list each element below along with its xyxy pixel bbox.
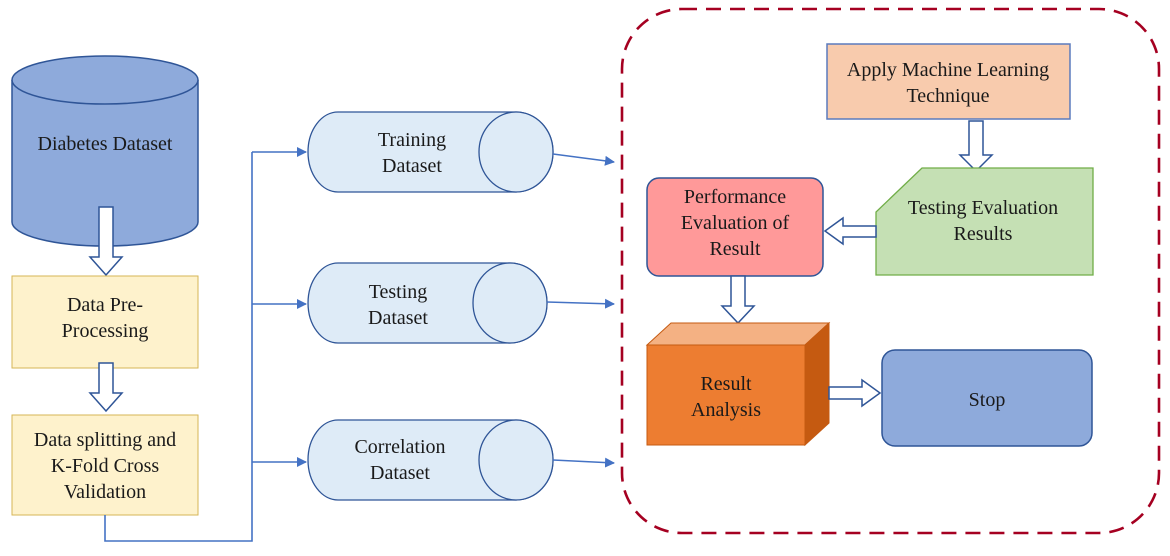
testing-dataset-line: Testing — [369, 281, 428, 303]
connector-to-model-testing — [546, 298, 615, 309]
left-arrow-icon — [823, 216, 877, 246]
data-splitting-line: Validation — [64, 481, 146, 503]
result-analysis-line: Analysis — [691, 399, 761, 421]
testing-evaluation-line: Testing Evaluation — [908, 197, 1058, 219]
down-arrow-icon — [88, 206, 124, 277]
diabetes-dataset-label: Diabetes Dataset — [38, 133, 173, 155]
correlation-dataset-line: Dataset — [370, 462, 430, 484]
correlation-dataset-line: Correlation — [354, 436, 445, 458]
connector-to-model-training — [552, 153, 615, 166]
data-preprocessing-label: Data Pre- Processing — [62, 294, 149, 342]
data-splitting-line: K-Fold Cross — [51, 455, 160, 477]
data-preprocessing-line: Processing — [62, 320, 149, 342]
diabetes-dataset-node: Diabetes Dataset — [11, 55, 199, 247]
performance-evaluation-line: Performance — [684, 186, 786, 208]
data-splitting-line: Data splitting and — [34, 429, 176, 451]
down-arrow-icon — [88, 362, 124, 413]
stop-node: Stop — [881, 349, 1093, 447]
result-analysis-line: Result — [700, 373, 752, 395]
testing-dataset-line: Dataset — [368, 307, 428, 329]
diabetes-dataset-line: Diabetes Dataset — [38, 133, 173, 155]
connector-line — [104, 152, 253, 542]
stop-label: Stop — [969, 389, 1006, 411]
down-arrow-icon — [720, 275, 756, 325]
testing-evaluation-line: Results — [954, 223, 1013, 245]
apply-ml-line: Apply Machine Learning — [847, 59, 1049, 81]
connector-to-model-correlation — [552, 457, 615, 468]
right-arrow-icon — [828, 378, 882, 408]
down-arrow-icon — [958, 120, 994, 173]
performance-evaluation-line: Result — [709, 238, 761, 260]
performance-evaluation-line: Evaluation of — [681, 212, 790, 234]
training-dataset-line: Dataset — [382, 155, 442, 177]
apply-ml-line: Technique — [906, 85, 989, 107]
training-dataset-line: Training — [378, 129, 446, 151]
stop-line: Stop — [969, 389, 1006, 411]
data-preprocessing-node: Data Pre- Processing — [11, 275, 199, 369]
data-preprocessing-line: Data Pre- — [67, 294, 143, 316]
